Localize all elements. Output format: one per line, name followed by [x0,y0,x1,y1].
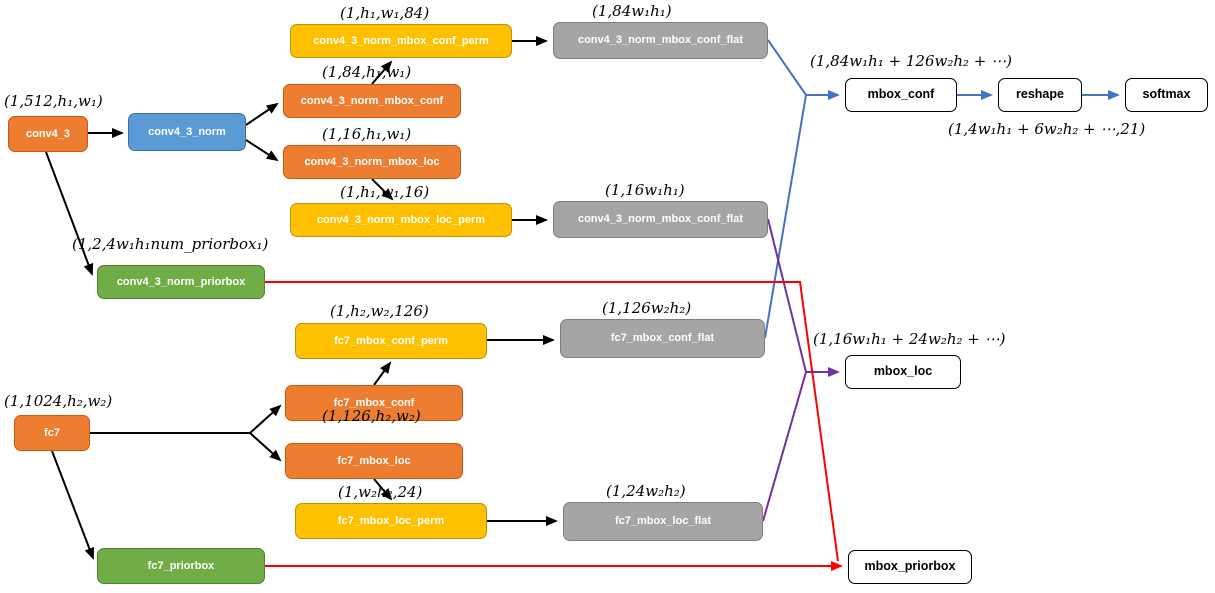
wire-conv4_3_conf_flat-to-mbox_conf [767,39,840,100]
arrow-fc7-to-fc7_mbox_conf [90,404,282,434]
node-mbox_conf: mbox_conf [845,78,957,112]
node-conv4_3_norm_mbox_conf_perm: conv4_3_norm_mbox_conf_perm [290,24,512,58]
node-conv4_3_norm_mbox_loc: conv4_3_norm_mbox_loc [283,145,461,179]
dim-conv4_3_norm_mbox_loc_flat: (1,16w₁h₁) [605,181,685,199]
arrow-conf-to-conf_perm [371,60,393,85]
dim-fc7_mbox_loc_perm: (1,w₂h₂,24) [338,483,423,501]
wire-fc7_loc_flat-to-mbox_loc [762,371,807,522]
dim-reshape-output: (1,4w₁h₁ + 6w₂h₂ + ⋯,21) [948,120,1146,138]
wire-conv4_3_loc_flat-to-mbox_loc [767,218,840,377]
node-reshape: reshape [998,78,1082,112]
dim-conv4_3_norm_mbox_loc: (1,16,h₁,w₁) [322,125,412,143]
node-conv4_3_norm_priorbox: conv4_3_norm_priorbox [97,265,265,299]
dim-conv4_3_norm_priorbox: (1,2,4w₁h₁num_priorbox₁) [72,235,269,253]
dim-conv4_3: (1,512,h₁,w₁) [4,92,103,110]
arrow-norm-to-mbox_loc [245,139,279,162]
node-fc7_mbox_conf_flat: fc7_mbox_conf_flat [560,319,765,358]
arrow-fc7-to-fc7_mbox_loc [249,432,282,462]
arrow-fc7_conf-to-conf_perm [373,361,392,386]
node-conv4_3_norm_mbox_conf: conv4_3_norm_mbox_conf [283,84,461,118]
dim-fc7: (1,1024,h₂,w₂) [4,392,113,410]
dim-mbox_conf: (1,84w₁h₁ + 126w₂h₂ + ⋯) [810,52,1012,70]
dim-conv4_3_norm_mbox_conf_flat: (1,84w₁h₁) [592,2,672,20]
node-fc7_mbox_conf_perm: fc7_mbox_conf_perm [295,323,487,359]
arrow-fc7_loc-to-loc_perm [373,478,393,501]
node-conv4_3_norm_mbox_loc_perm: conv4_3_norm_mbox_loc_perm [290,203,512,237]
node-conv4_3_norm_mbox_loc_flat: conv4_3_norm_mbox_conf_flat [553,201,768,238]
dim-conv4_3_norm_mbox_conf_perm: (1,h₁,w₁,84) [340,4,430,22]
dim-fc7_mbox_loc: (1,126,h₂,w₂) [322,407,421,425]
node-fc7_priorbox: fc7_priorbox [97,548,265,584]
dim-fc7_mbox_loc_flat: (1,24w₂h₂) [606,482,686,500]
dim-conv4_3_norm_mbox_loc_perm: (1,h₁,w₁,16) [340,183,430,201]
arrow-fc7-to-fc7_priorbox [51,450,95,560]
node-fc7_mbox_loc_perm: fc7_mbox_loc_perm [295,503,487,539]
node-softmax: softmax [1125,78,1208,112]
arrow-conv4_3-to-conv4_3_norm_priorbox [45,151,94,276]
arrow-norm-to-mbox_conf [245,102,279,126]
dim-fc7_mbox_conf_flat: (1,126w₂h₂) [602,299,692,317]
node-fc7: fc7 [14,415,90,451]
node-mbox_priorbox: mbox_priorbox [848,550,972,584]
arrow-loc-to-loc_perm [371,178,394,201]
dim-fc7_mbox_conf_perm: (1,h₂,w₂,126) [330,302,429,320]
node-conv4_3: conv4_3 [8,116,88,152]
node-conv4_3_norm: conv4_3_norm [128,113,246,151]
wire-conv4_3_priorbox-to-mbox_priorbox [265,281,839,562]
node-mbox_loc: mbox_loc [845,355,961,389]
node-conv4_3_norm_mbox_conf_flat: conv4_3_norm_mbox_conf_flat [553,22,768,59]
node-fc7_mbox_loc: fc7_mbox_loc [285,443,463,479]
node-fc7_mbox_loc_flat: fc7_mbox_loc_flat [563,502,763,541]
wire-fc7_conf_flat-to-mbox_conf [764,94,807,339]
node-fc7_mbox_conf: fc7_mbox_conf [285,385,463,421]
dim-mbox_loc: (1,16w₁h₁ + 24w₂h₂ + ⋯) [813,330,1006,348]
dim-conv4_3_norm_mbox_conf: (1,84,h₁,w₁) [322,63,412,81]
